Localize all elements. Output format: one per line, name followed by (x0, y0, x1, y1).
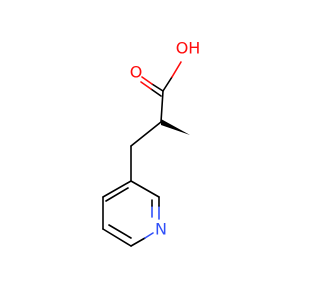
bond-c1-oh-a (162, 76, 173, 92)
oxygen-carbonyl-label: O (130, 63, 143, 82)
hydroxyl-label: OH (176, 39, 201, 58)
ring-bond-6 (130, 180, 160, 198)
ring-bond-1-inner (105, 187, 129, 202)
ring-bond-4b (144, 232, 154, 239)
bond-c1-o-double-a (151, 83, 164, 92)
bond-c1-o-double-d (140, 81, 152, 90)
chiral-center (130, 119, 190, 147)
pyridine-ring (102, 145, 160, 247)
ring-bond-3 (102, 228, 132, 247)
bond-c1-oh-b (171, 61, 182, 78)
bond-c1-o-double-c (150, 88, 162, 97)
bond-c1-c2 (160, 90, 164, 123)
carboxyl-group (140, 61, 182, 123)
nitrogen-label: N (155, 220, 167, 239)
molecule-structure: O OH N (102, 39, 201, 247)
ring-bond-4a (130, 237, 146, 247)
bond-c1-o-double-b (141, 76, 153, 85)
wedge-bond-methyl (161, 119, 190, 135)
ring-bond-3-inner (108, 224, 132, 239)
bond-c2-c3 (130, 121, 162, 147)
ring-bond-1 (102, 180, 132, 198)
